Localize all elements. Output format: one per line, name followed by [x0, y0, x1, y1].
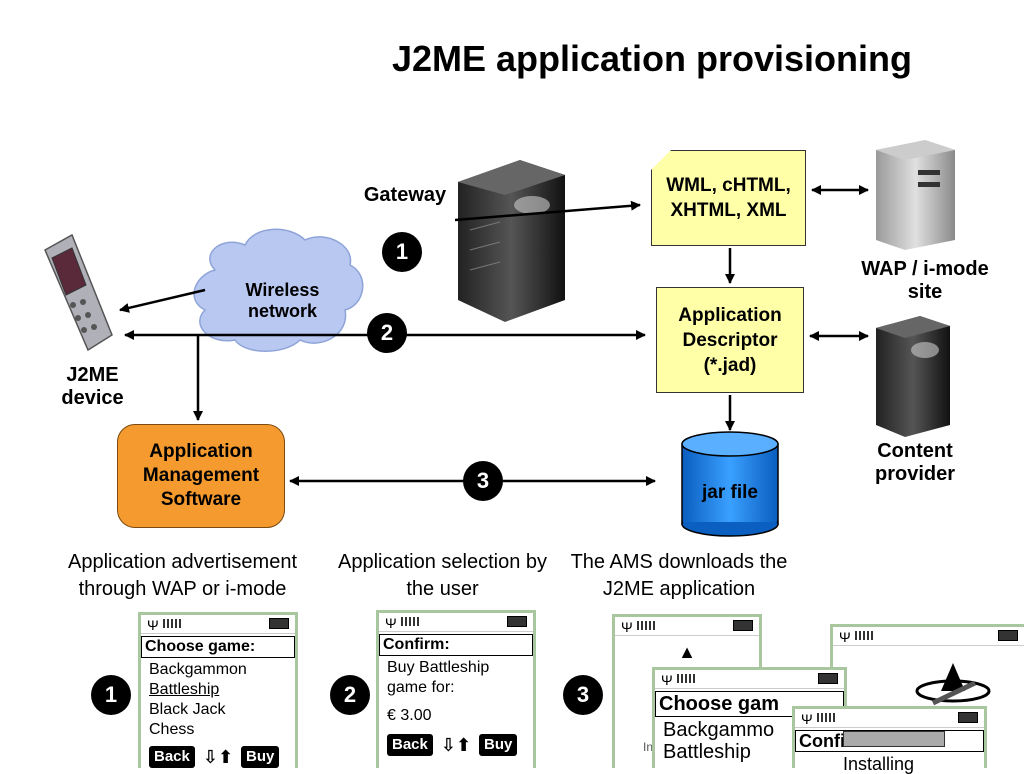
caption-selection: Application selection by the user [337, 551, 547, 600]
progress-bar [843, 731, 945, 747]
wireless-cloud-icon [193, 228, 364, 352]
price-text: € 3.00 [387, 707, 432, 724]
phone-screen-installing: Ψ Confirm: Installing [792, 706, 987, 774]
signal-icon [855, 631, 875, 640]
scroll-arrows-icon: ⇩⬆ [440, 735, 472, 755]
jar-file-label: jar file [702, 482, 758, 503]
buy-button[interactable]: Buy [479, 734, 518, 756]
phone-icon [44, 233, 113, 352]
status-bar: Ψ [833, 627, 1024, 646]
j2me-device-label: J2ME device [61, 364, 124, 409]
java-logo-icon [915, 663, 991, 706]
gateway-server-icon [458, 160, 565, 322]
list-item[interactable]: Backgammon [149, 661, 247, 678]
arrow-cloud-to-device [119, 288, 206, 313]
back-button[interactable]: Back [149, 746, 195, 768]
step-circle-1: 1 [382, 232, 422, 272]
page-title: J2ME application provisioning [391, 38, 913, 79]
signal-icon [401, 617, 421, 626]
list-item[interactable]: Chess [149, 721, 195, 738]
antenna-icon: Ψ [801, 711, 813, 727]
battery-icon [507, 616, 527, 627]
wap-site-server-icon [876, 140, 955, 250]
markup-formats-note: WML, cHTML, XHTML, XML [651, 150, 806, 246]
signal-icon [677, 674, 697, 683]
battery-icon [818, 673, 838, 684]
phone-screen-confirm: Ψ Confirm: Buy Battleship game for: € 3.… [376, 610, 536, 768]
screen-header: Choose gam [655, 691, 844, 717]
gateway-label: Gateway [363, 184, 447, 206]
confirm-text: Buy Battleship game for: [387, 659, 490, 696]
screen-header: Choose game: [141, 636, 295, 658]
signal-icon [163, 619, 183, 628]
bottom-step-circle-3: 3 [563, 675, 603, 715]
signal-icon [817, 713, 837, 722]
battery-icon [269, 618, 289, 629]
arrow-gateway-to-markup [454, 200, 641, 222]
wap-site-label: WAP / i-mode site [861, 258, 989, 303]
jar-file-icon [681, 431, 779, 537]
status-bar: Ψ [655, 670, 844, 689]
battery-icon [998, 630, 1018, 641]
antenna-icon: Ψ [839, 629, 851, 645]
caption-advertisement: Application advertisement through WAP or… [67, 551, 297, 600]
list-item[interactable]: Black Jack [149, 701, 226, 718]
wireless-network-label: Wireless network [245, 280, 320, 321]
buy-button[interactable]: Buy [241, 746, 280, 768]
signal-icon [637, 621, 657, 630]
list-item-selected[interactable]: Battleship [149, 681, 220, 698]
status-bar: Ψ [615, 617, 759, 636]
content-provider-label: Content provider [874, 440, 956, 485]
ams-box: Application Management Software [117, 424, 285, 528]
antenna-icon: Ψ [661, 672, 673, 688]
phone-screen-choose-game: Ψ Choose game: Backgammon Battleship Bla… [138, 612, 298, 768]
bottom-step-circle-1: 1 [91, 675, 131, 715]
antenna-icon: Ψ [385, 615, 397, 631]
status-bar: Ψ [795, 709, 984, 728]
screen-header: Confirm: [379, 634, 533, 656]
step-circle-3: 3 [463, 461, 503, 501]
content-provider-server-icon [876, 316, 950, 437]
bottom-step-circle-2: 2 [330, 675, 370, 715]
antenna-icon: Ψ [621, 619, 633, 635]
status-bar: Ψ [379, 613, 533, 632]
step-circle-2: 2 [367, 313, 407, 353]
battery-icon [958, 712, 978, 723]
list-item[interactable]: Backgammo [663, 719, 775, 741]
status-bar: Ψ [141, 615, 295, 634]
battery-icon [733, 620, 753, 631]
caption-download: The AMS downloads the J2ME application [570, 551, 788, 600]
back-button[interactable]: Back [387, 734, 433, 756]
scroll-arrows-icon: ⇩⬆ [202, 747, 234, 767]
installing-label: Installing [843, 754, 915, 774]
antenna-icon: Ψ [147, 617, 159, 633]
application-descriptor-note: Application Descriptor (*.jad) [656, 287, 804, 393]
list-item[interactable]: Battleship [663, 741, 751, 763]
up-arrow-icon: ▲ [678, 642, 696, 662]
